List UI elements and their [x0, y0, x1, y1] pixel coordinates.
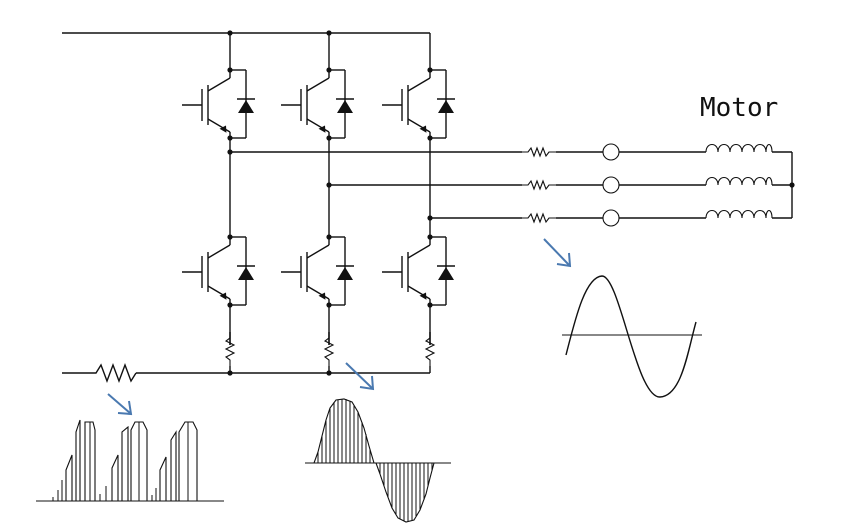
motor-label: Motor [700, 93, 778, 123]
motor-terminal-icon [602, 209, 620, 227]
motor-coil-w-icon [705, 209, 773, 219]
lower-switch-w [381, 199, 456, 346]
motor-coil-v-icon [705, 176, 773, 186]
phase-current-pwm-waveform [305, 398, 451, 523]
upper-switch-w [381, 32, 456, 179]
motor-coil-u-icon [705, 143, 773, 153]
lower-switch-v [280, 199, 355, 346]
signal-arrow-icon [107, 393, 133, 416]
upper-switch-v [280, 32, 355, 179]
upper-switch-u [181, 32, 256, 179]
signal-arrow-icon [543, 238, 572, 268]
dc-link-current-waveform [36, 419, 224, 502]
signal-arrow-icon [345, 362, 375, 391]
motor-terminal-icon [602, 176, 620, 194]
dc-shunt-resistor-icon [90, 363, 137, 383]
motor-terminal-icon [602, 143, 620, 161]
phase-u-resistor-icon [521, 147, 557, 157]
phase-w-resistor-icon [521, 213, 557, 223]
lower-switch-u [181, 199, 256, 346]
output-sine-waveform [562, 275, 702, 398]
phase-v-resistor-icon [521, 180, 557, 190]
